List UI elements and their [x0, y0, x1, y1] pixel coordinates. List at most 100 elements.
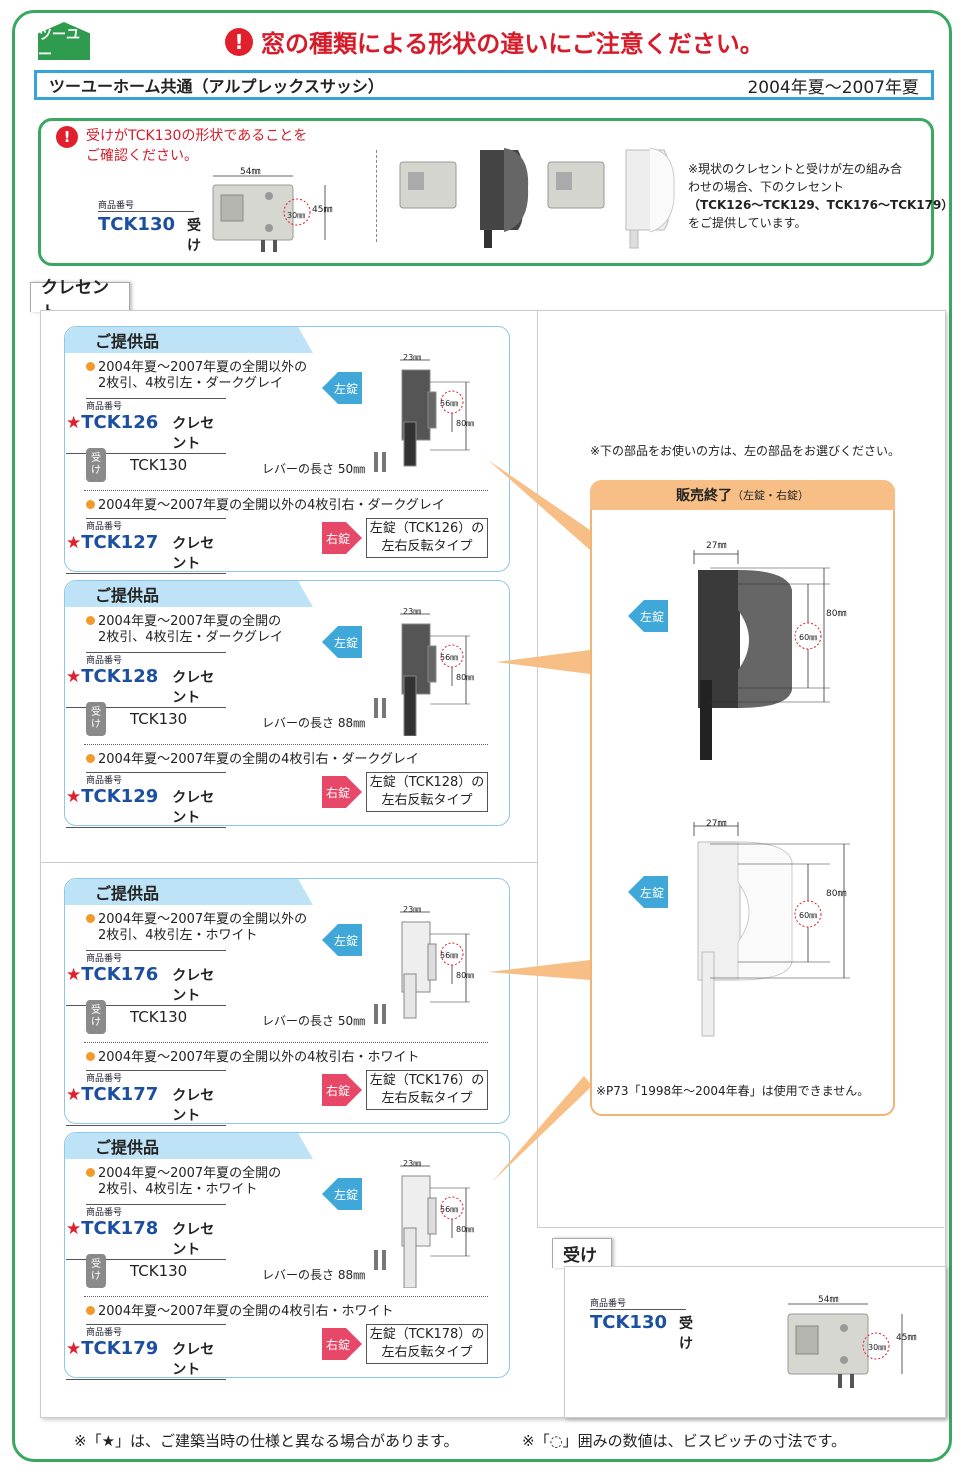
product-row: ★TCK127 クレセント — [66, 532, 226, 574]
lever-length: レバーの長さ 50㎜ — [262, 1014, 366, 1028]
dim-width: 23㎜ — [403, 607, 422, 616]
star-icon: ★ — [66, 1339, 82, 1359]
card-desc: 2004年夏〜2007年夏の全開以外の 2枚引、4枚引左・ダークグレイ — [86, 360, 307, 392]
existing-set-photos — [399, 147, 675, 249]
product-code-label: 商品番号 — [86, 1070, 226, 1084]
notice-product: 商品番号 TCK130 受け — [98, 198, 201, 255]
bullet-icon — [86, 1168, 95, 1177]
page-frame — [12, 10, 952, 1462]
product-row: ★TCK178 クレセント — [66, 1218, 226, 1260]
product-name: クレセント — [172, 1342, 215, 1378]
connector-wedge-4 — [492, 1076, 592, 1182]
crescent-diagram — [374, 359, 470, 472]
product-card — [64, 580, 510, 826]
product-name: 受け — [187, 218, 202, 254]
card-desc: 2004年夏〜2007年夏の全開以外の 2枚引、4枚引左・ホワイト — [86, 912, 307, 944]
product-code-label: 商品番号 — [86, 518, 226, 532]
lever-length: レバーの長さ 88㎜ — [262, 1268, 366, 1282]
card-desc-right: 2004年夏〜2007年夏の全開以外の4枚引右・ダークグレイ — [86, 498, 445, 514]
dim-height: 80㎜ — [456, 419, 475, 428]
notice-line2: ご確認ください。 — [86, 148, 198, 164]
discontinued-head: 販売終了 （左錠・右錠） — [590, 480, 895, 510]
panel-divider-h2 — [537, 1227, 944, 1228]
product-code: TCK176 — [81, 964, 159, 985]
discontinued-dark-crescent — [693, 550, 830, 760]
divider — [376, 150, 377, 242]
product-row: ★TCK177 クレセント — [66, 1084, 226, 1126]
star-icon: ★ — [66, 533, 82, 553]
notice-box — [38, 118, 934, 266]
footer-left: ※「★」は、ご建築当時の仕様と異なる場合があります。 — [74, 1432, 459, 1450]
model-bar: ツーユーホーム共通（アルプレックスサッシ） 2004年夏〜2007年夏 — [34, 70, 934, 100]
headline: ! 窓の種類による形状の違いにご注意ください。 — [225, 24, 764, 59]
dim-pitch: 30㎜ — [287, 211, 306, 220]
connector-wedges — [488, 460, 590, 980]
disc-dim-height: 80㎜ — [826, 609, 847, 619]
reverse-type-box: 左錠（TCK176）の 左右反転タイプ — [366, 1070, 488, 1110]
card-divider — [84, 744, 488, 745]
card-divider — [84, 1042, 488, 1043]
discontinued-title: 販売終了 — [676, 488, 732, 504]
dim-pitch: 56㎜ — [440, 399, 459, 408]
dim-width: 23㎜ — [403, 1159, 422, 1168]
dim-height: 80㎜ — [456, 1225, 475, 1234]
product-row: ★TCK179 クレセント — [66, 1338, 226, 1380]
star-icon: ★ — [66, 787, 82, 807]
discontinued-white-crescent — [693, 822, 850, 1037]
product-code-label: 商品番号 — [86, 772, 226, 786]
notice-warning: ! 受けがTCK130の形状であることを ご確認ください。 — [56, 126, 307, 166]
uke-dim-width: 54㎜ — [818, 1295, 839, 1305]
card-desc-right: 2004年夏〜2007年夏の全開の4枚引右・ホワイト — [86, 1304, 393, 1320]
product-code: TCK128 — [81, 666, 159, 687]
brand-logo: ツーユー — [38, 22, 90, 60]
dim-pitch: 56㎜ — [440, 951, 459, 960]
lever-length: レバーの長さ 88㎜ — [262, 716, 366, 730]
uke-panel — [564, 1266, 946, 1418]
dim-pitch: 56㎜ — [440, 653, 459, 662]
star-icon: ★ — [66, 965, 82, 985]
uke-code: TCK130 — [130, 1262, 188, 1280]
product-code-label: 商品番号 — [86, 652, 226, 666]
uke-dim-height: 45㎜ — [896, 1333, 917, 1343]
strike-plate-diagram — [212, 175, 326, 252]
product-code-label: 商品番号 — [86, 1324, 226, 1338]
product-row: ★TCK128 クレセント — [66, 666, 226, 708]
crescent-diagram — [374, 1165, 470, 1288]
uke-badge: 受け — [86, 1254, 106, 1288]
reverse-type-box: 左錠（TCK126）の 左右反転タイプ — [366, 518, 488, 558]
product-row: ★TCK176 クレセント — [66, 964, 226, 1006]
star-icon: ★ — [66, 1085, 82, 1105]
bullet-icon — [86, 362, 95, 371]
product-name: クレセント — [172, 536, 215, 572]
star-icon: ★ — [66, 667, 82, 687]
dim-pitch: 56㎜ — [440, 1205, 459, 1214]
warning-icon: ! — [225, 27, 253, 56]
disc-dim-width: 27㎜ — [706, 541, 727, 551]
card-divider — [84, 1296, 488, 1297]
product-name: クレセント — [172, 968, 215, 1004]
product-name: クレセント — [172, 670, 215, 706]
card-divider — [84, 490, 488, 491]
product-code: TCK130 — [98, 214, 176, 235]
product-name: クレセント — [172, 1088, 215, 1124]
dim-width: 54㎜ — [240, 167, 261, 177]
card-desc-right: 2004年夏〜2007年夏の全開以外の4枚引右・ホワイト — [86, 1050, 419, 1066]
product-card — [64, 326, 510, 572]
uke-badge: 受け — [86, 702, 106, 736]
uke-code: TCK130 — [130, 710, 188, 728]
product-code-label: 商品番号 — [98, 198, 194, 212]
product-code: TCK127 — [81, 532, 159, 553]
reverse-type-box: 左錠（TCK178）の 左右反転タイプ — [366, 1324, 488, 1364]
uke-product: 商品番号 TCK130 受け — [590, 1296, 693, 1353]
product-name: 受け — [679, 1316, 694, 1352]
bullet-icon — [86, 616, 95, 625]
card-desc: 2004年夏〜2007年夏の全開の 2枚引、4枚引左・ホワイト — [86, 1166, 281, 1198]
card-head: ご提供品 — [65, 1133, 313, 1159]
product-code-label: 商品番号 — [86, 398, 226, 412]
lever-length: レバーの長さ 50㎜ — [262, 462, 366, 476]
dim-width: 23㎜ — [403, 353, 422, 362]
uke-code: TCK130 — [130, 1008, 188, 1026]
uke-strike-plate-diagram — [787, 1303, 903, 1388]
model-name: ツーユーホーム共通（アルプレックスサッシ） — [49, 77, 384, 96]
dim-height: 80㎜ — [456, 673, 475, 682]
